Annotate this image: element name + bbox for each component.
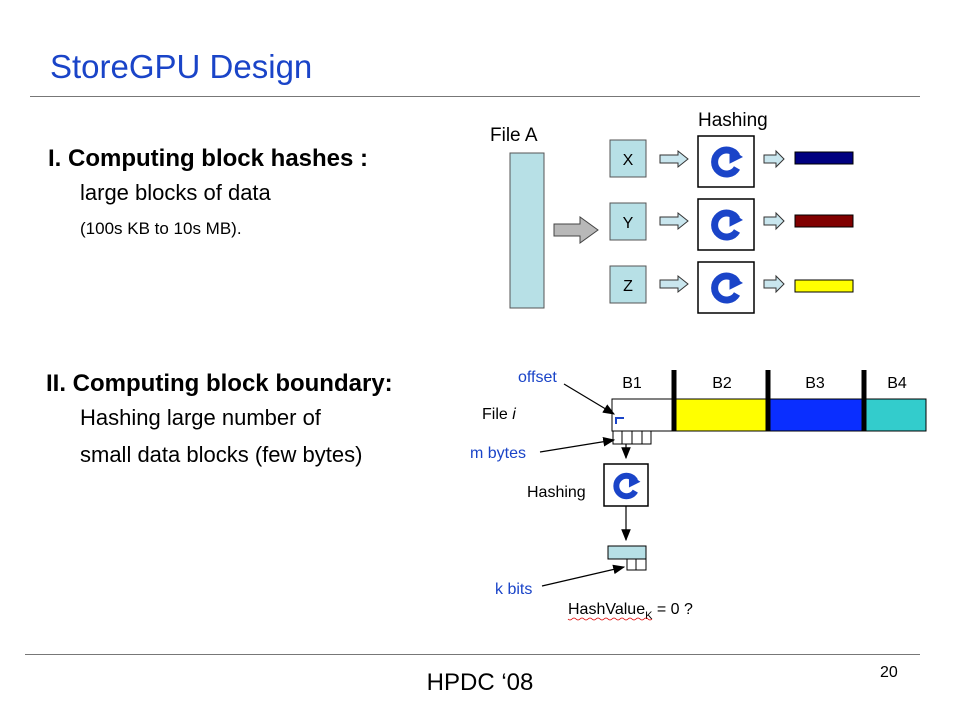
segment-b2	[673, 398, 769, 432]
block-x-label: X	[623, 152, 634, 169]
hash-box-y	[697, 198, 755, 251]
segment-b4	[863, 398, 927, 432]
file-a-label: File A	[490, 125, 538, 146]
block-z-label: Z	[623, 278, 633, 295]
hash-output-x	[794, 151, 854, 165]
hash-output-z	[794, 279, 854, 293]
arrow-y-out	[763, 211, 785, 231]
section2-line2: small data blocks (few bytes)	[80, 442, 363, 467]
offset-bracket	[615, 417, 624, 424]
block-z	[609, 265, 647, 304]
segment-label-b2: B2	[712, 375, 732, 392]
m-bytes-arrow	[539, 436, 616, 453]
k-bits-arrow	[541, 564, 626, 587]
section1-title: I. Computing block hashes :	[48, 145, 369, 172]
arrow-z-in	[659, 274, 689, 294]
section1-line2: (100s KB to 10s MB).	[80, 219, 242, 238]
title-divider	[30, 96, 920, 97]
hashvalue-condition: HashValueK = 0 ?	[568, 601, 693, 622]
hash-output-y	[794, 214, 854, 228]
section1-line1: large blocks of data	[80, 180, 271, 205]
hash-result-bar	[607, 545, 647, 560]
split-arrow	[553, 216, 599, 244]
hashing-label-2: Hashing	[527, 484, 586, 501]
offset-label: offset	[518, 369, 557, 386]
hash-box-z	[697, 261, 755, 314]
section2-line1: Hashing large number of	[80, 405, 321, 430]
footer-divider	[25, 654, 920, 655]
page-number: 20	[880, 664, 898, 681]
offset-arrow	[563, 383, 616, 415]
segment-b1	[611, 398, 675, 432]
arrow-x-in	[659, 149, 689, 169]
hash-box-boundary	[603, 463, 649, 507]
block-y-label: Y	[623, 215, 634, 232]
m-bytes-label: m bytes	[470, 445, 526, 462]
footer-text: HPDC ‘08	[426, 669, 534, 696]
file-i-label: File i	[482, 406, 516, 423]
block-x	[609, 139, 647, 178]
segment-label-b1: B1	[622, 375, 642, 392]
spellcheck-underline	[567, 617, 653, 621]
section2-title: II. Computing block boundary:	[46, 370, 393, 397]
hash-box-x	[697, 135, 755, 188]
segment-label-b4: B4	[887, 375, 907, 392]
arrow-y-in	[659, 211, 689, 231]
arrow-z-out	[763, 274, 785, 294]
slide-title: StoreGPU Design	[50, 48, 313, 85]
file-a-bar	[509, 152, 545, 309]
arrow-x-out	[763, 149, 785, 169]
segment-b3	[767, 398, 865, 432]
diagram-canvas: File A Hashing X Y Z B1 B2 B3 B4 offset …	[470, 110, 927, 622]
segment-label-b3: B3	[805, 375, 825, 392]
k-bits-label: k bits	[495, 581, 532, 598]
block-y	[609, 202, 647, 241]
hashing-label: Hashing	[698, 110, 768, 131]
